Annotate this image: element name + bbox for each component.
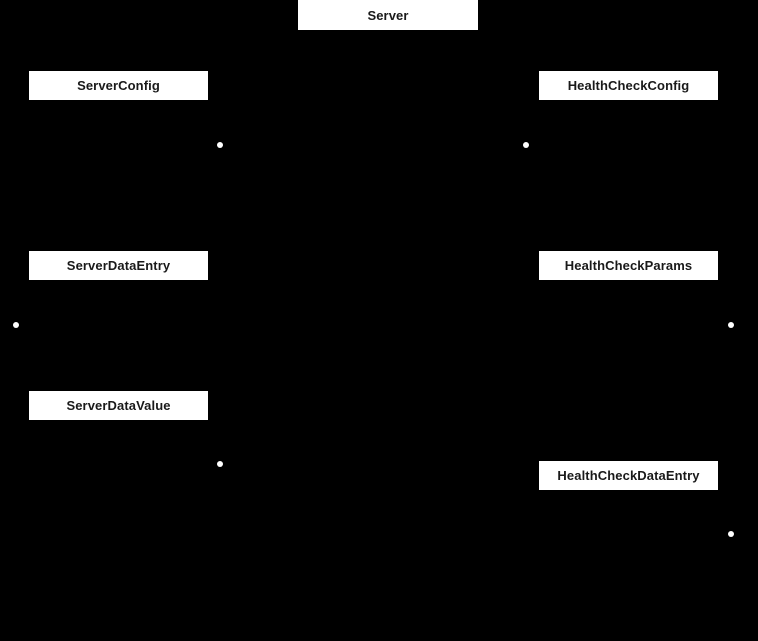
node-label-server-config: ServerConfig (77, 78, 160, 93)
marker-health-check-data-link (728, 531, 734, 537)
node-health-check-data-entry[interactable]: HealthCheckDataEntry (539, 461, 718, 490)
marker-server-data-entry-link (13, 322, 19, 328)
node-server-data-entry[interactable]: ServerDataEntry (29, 251, 208, 280)
node-health-check-config[interactable]: HealthCheckConfig (539, 71, 718, 100)
node-label-server-data-entry: ServerDataEntry (66, 258, 171, 273)
marker-server-config-link (217, 142, 223, 148)
node-server-data-value[interactable]: ServerDataValue (29, 391, 208, 420)
node-server[interactable]: Server (298, 0, 478, 30)
node-label-health-check-config: HealthCheckConfig (567, 78, 690, 93)
node-server-config[interactable]: ServerConfig (29, 71, 208, 100)
node-label-server: Server (367, 7, 409, 23)
node-label-server-data-value: ServerDataValue (66, 398, 171, 413)
marker-server-data-value-link (217, 461, 223, 467)
node-health-check-params[interactable]: HealthCheckParams (539, 251, 718, 280)
marker-health-check-config-link (523, 142, 529, 148)
node-label-health-check-params: HealthCheckParams (564, 258, 693, 273)
marker-health-check-params-link (728, 322, 734, 328)
node-label-health-check-data-entry: HealthCheckDataEntry (557, 468, 700, 483)
